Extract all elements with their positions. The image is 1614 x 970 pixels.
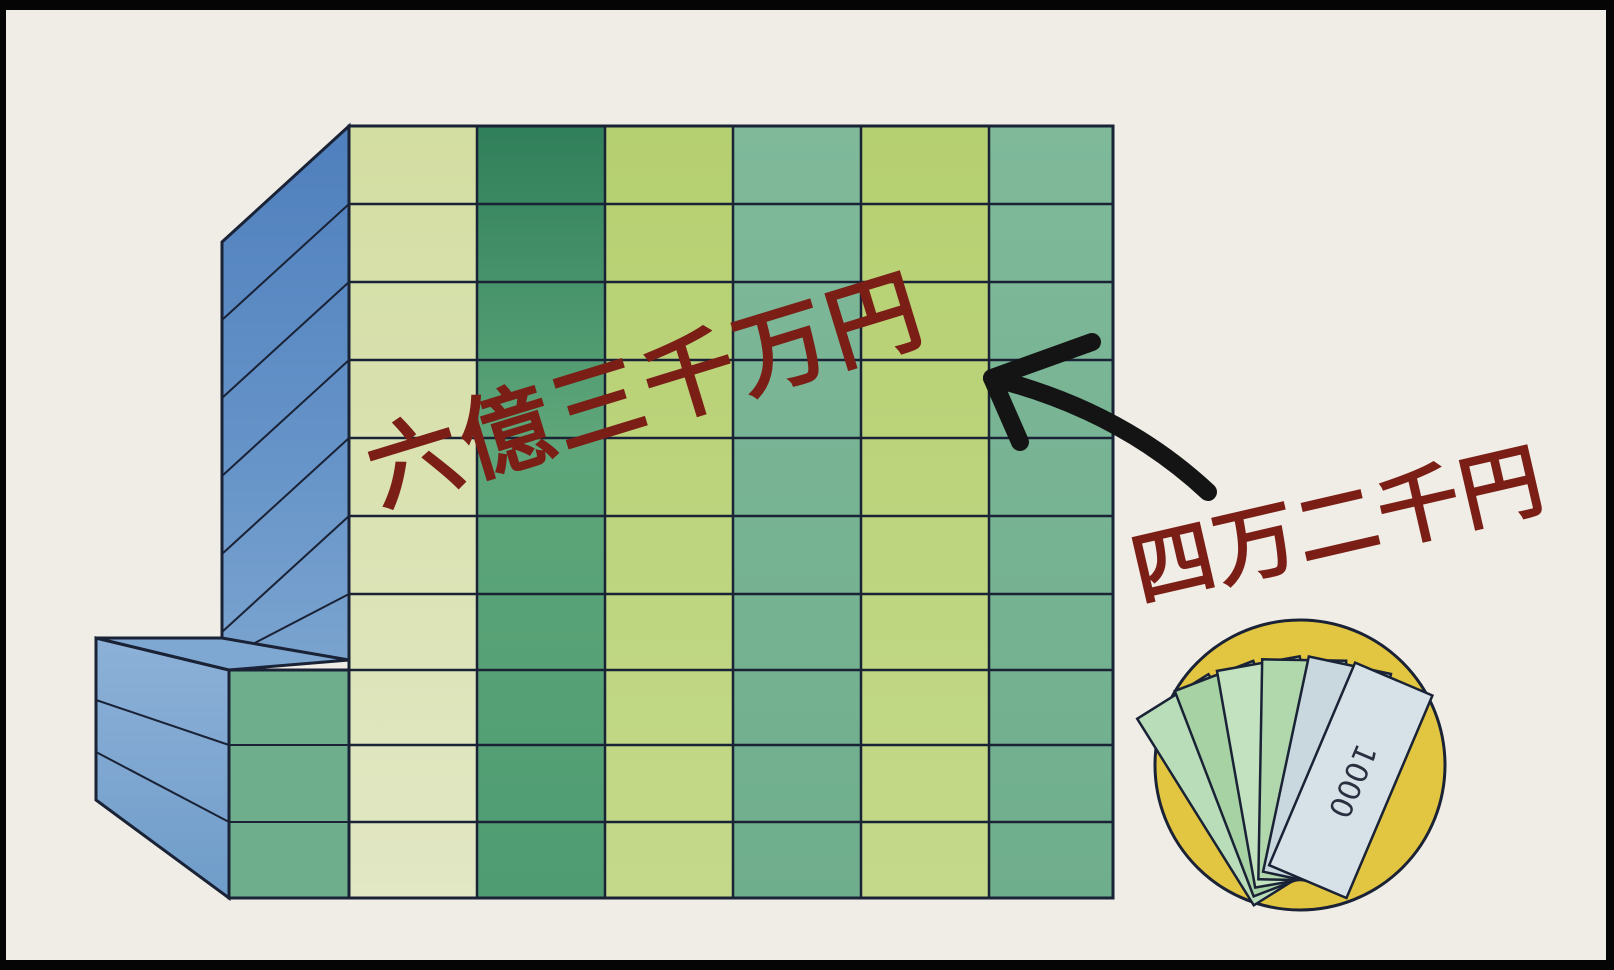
bill-paper	[1267, 661, 1435, 900]
bill: 1000	[1267, 661, 1435, 900]
column-1	[349, 126, 477, 898]
column-3	[605, 126, 733, 898]
column-4	[733, 126, 861, 898]
stack-columns	[349, 126, 1113, 898]
stack-grid	[347, 124, 1115, 900]
cash-bundle: 1000010000100001000010001000	[1135, 618, 1447, 912]
lower-block-front	[227, 668, 351, 900]
column-5	[861, 126, 989, 898]
column-2	[477, 126, 605, 898]
bills: 1000010000100001000010001000	[1135, 654, 1435, 908]
arrow-icon	[983, 333, 1217, 501]
column-6	[989, 126, 1113, 898]
